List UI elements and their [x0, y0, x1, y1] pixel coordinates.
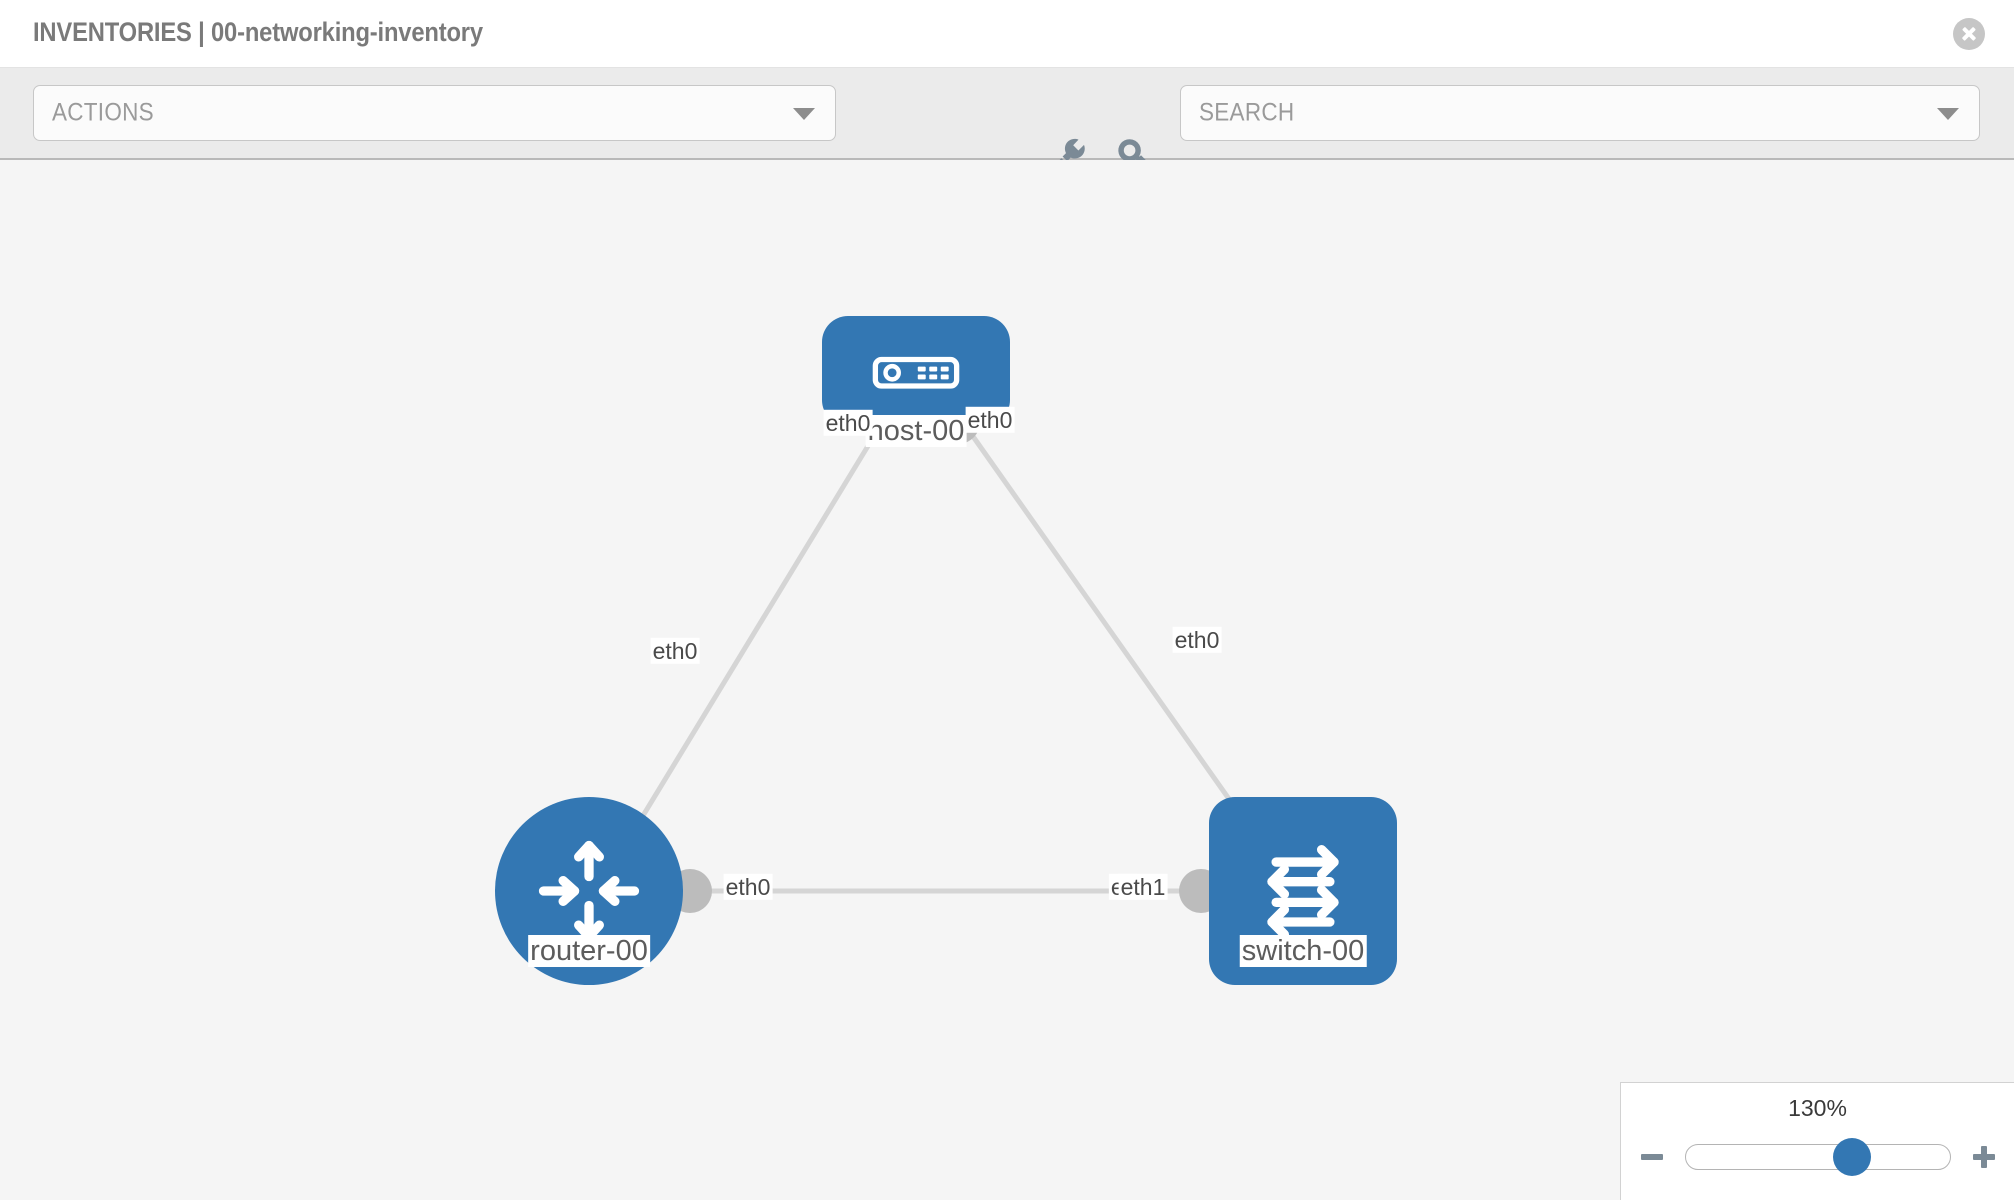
switch-arrows-icon	[1267, 845, 1339, 940]
page-header: INVENTORIES | 00-networking-inventory	[0, 0, 2014, 68]
topology-canvas[interactable]: host-00	[0, 160, 2014, 1200]
interface-label-host00-eth0-right: eth0	[965, 406, 1015, 434]
zoom-slider[interactable]	[1684, 1138, 1951, 1176]
close-icon[interactable]	[1953, 18, 1985, 50]
zoom-level-value: 130%	[1788, 1095, 1847, 1121]
minus-icon[interactable]	[1637, 1142, 1667, 1172]
node-switch-00[interactable]: switch-00	[1209, 797, 1397, 985]
chevron-down-icon	[793, 108, 815, 120]
interface-label-switch00-eth1: eth1	[1118, 873, 1168, 901]
plus-icon[interactable]	[1969, 1142, 1999, 1172]
interface-label-switch00-eth0: eth0	[1172, 626, 1222, 654]
interface-label-router00-eth0: eth0	[723, 873, 773, 901]
search-placeholder: SEARCH	[1199, 98, 1295, 127]
node-host-00[interactable]: host-00	[822, 316, 1010, 448]
node-router-00-label: router-00	[528, 935, 650, 968]
interface-label-host00-eth0-left: eth0	[823, 409, 873, 437]
chevron-down-icon	[1937, 108, 1959, 120]
server-appliance-icon	[872, 356, 960, 389]
page-title: INVENTORIES | 00-networking-inventory	[33, 17, 483, 47]
router-arrows-icon	[538, 840, 640, 942]
link-host00-router00	[610, 416, 888, 867]
topology-graph: host-00	[0, 160, 2014, 1200]
zoom-slider-thumb[interactable]	[1832, 1138, 1871, 1176]
interface-label-router00-eth0-up: eth0	[650, 637, 700, 665]
zoom-control-panel: 130%	[1620, 1082, 2014, 1200]
node-switch-00-label: switch-00	[1239, 935, 1367, 968]
actions-dropdown-label: ACTIONS	[52, 98, 154, 127]
node-host-00-label: host-00	[865, 415, 967, 448]
actions-dropdown[interactable]: ACTIONS	[33, 85, 836, 141]
search-input[interactable]: SEARCH	[1180, 85, 1980, 141]
toolbar: ACTIONS SEARCH	[0, 68, 2014, 177]
zoom-control-row	[1621, 1135, 2014, 1179]
link-host00-switch00	[957, 416, 1256, 835]
node-router-00[interactable]: router-00	[495, 797, 683, 985]
